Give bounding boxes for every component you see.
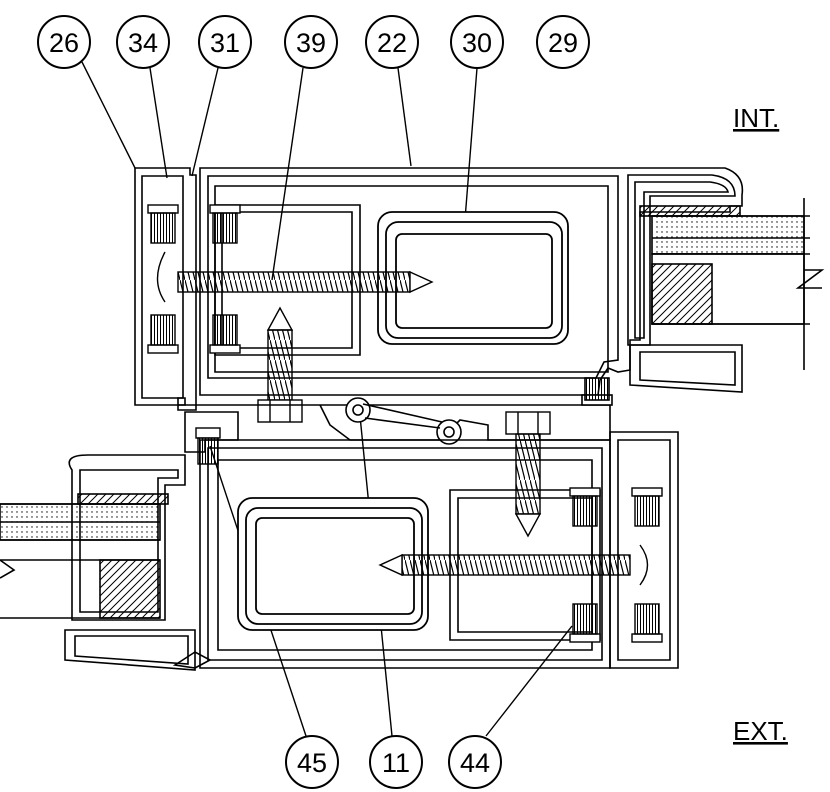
- interior-label: INT.: [733, 103, 779, 133]
- callouts-bottom: [285, 735, 502, 789]
- callout-45: 45: [297, 748, 327, 778]
- callout-circle-26: [37, 15, 91, 69]
- callout-29: 29: [548, 28, 578, 58]
- callout-circle-29: [536, 15, 590, 69]
- callout-44: 44: [460, 748, 490, 778]
- callouts-top: [37, 15, 590, 69]
- callout-labels-top: 26 34 31 39 22 30 29: [49, 28, 578, 58]
- upper-brush-seals: [147, 204, 241, 354]
- leader-lines: [81, 61, 573, 737]
- lower-brush-seals: [195, 427, 663, 643]
- lower-steel-reinforcement: [237, 497, 429, 631]
- upper-frame-profile: [134, 167, 744, 411]
- callout-30: 30: [462, 28, 492, 58]
- lower-glass-unit: [0, 493, 169, 619]
- upper-glass-unit: [639, 198, 825, 370]
- callout-31: 31: [210, 28, 240, 58]
- callout-circle-34: [116, 15, 170, 69]
- callout-circle-22: [365, 15, 419, 69]
- callout-11: 11: [382, 748, 410, 778]
- callout-circle-39: [284, 15, 338, 69]
- callout-39: 39: [296, 28, 326, 58]
- callout-26: 26: [49, 28, 79, 58]
- lower-long-screw: [378, 553, 631, 577]
- lower-frame-profile: [64, 431, 679, 671]
- callout-34: 34: [128, 28, 158, 58]
- callout-circle-45: [285, 735, 339, 789]
- callout-circle-11: [369, 735, 423, 789]
- upper-steel-reinforcement: [377, 211, 569, 345]
- exterior-label: EXT.: [733, 716, 788, 746]
- callout-22: 22: [377, 28, 407, 58]
- callout-circle-31: [198, 15, 252, 69]
- lower-vertical-screw: [505, 411, 551, 538]
- callout-labels-bottom: 45 11 44: [297, 748, 490, 778]
- upper-long-screw: [177, 270, 434, 294]
- callout-circle-44: [448, 735, 502, 789]
